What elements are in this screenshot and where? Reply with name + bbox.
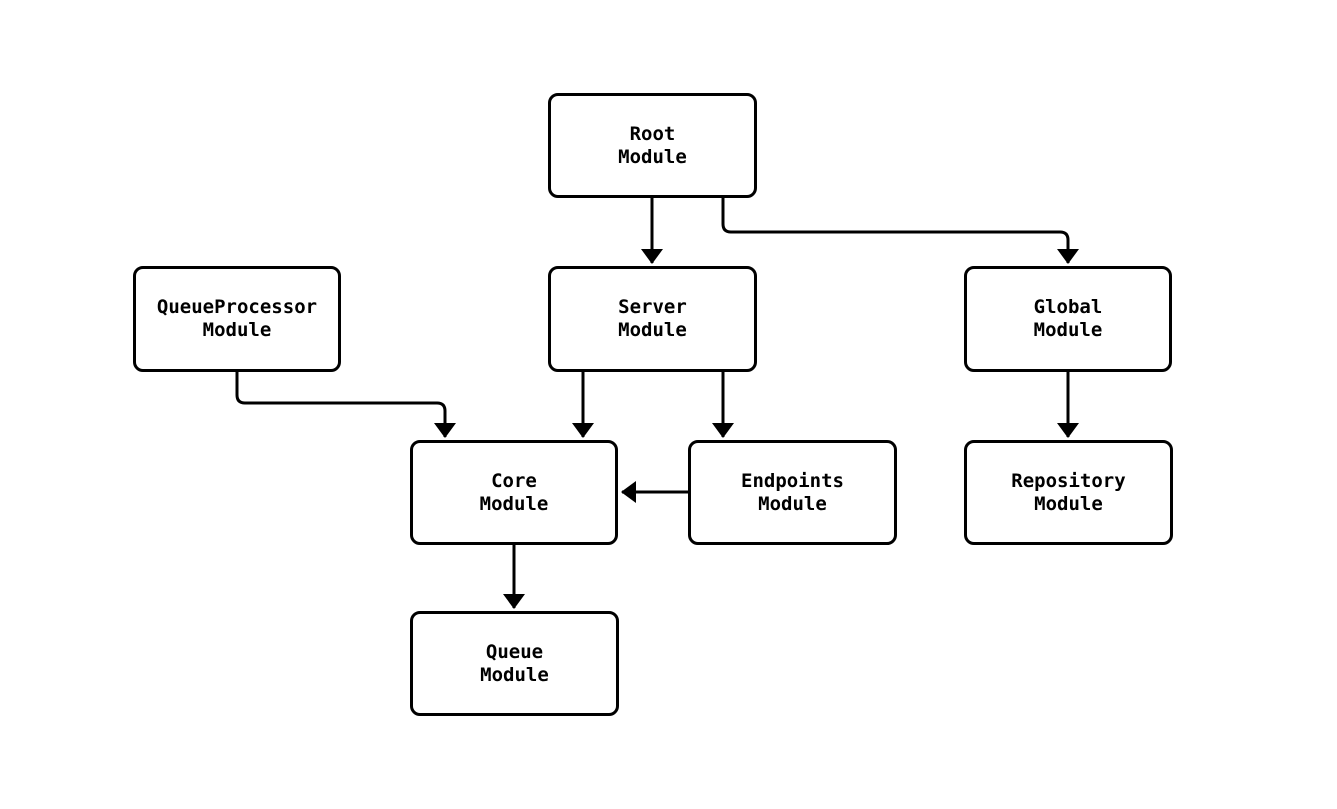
node-label-line: Module xyxy=(618,145,687,168)
node-repository-module: Repository Module xyxy=(964,440,1173,545)
node-queueprocessor-module: QueueProcessor Module xyxy=(133,266,341,372)
node-label-line: Server xyxy=(618,296,687,318)
node-label-line: Queue xyxy=(485,640,544,663)
edge-root-to-global xyxy=(721,198,1079,264)
node-label-line: Module xyxy=(758,492,827,515)
node-global-module: Global Module xyxy=(964,266,1172,372)
node-label-line: Root xyxy=(629,122,676,145)
node-server-module: Server Module xyxy=(548,266,757,372)
node-label-line: Module xyxy=(1033,319,1103,341)
node-label-line: Core xyxy=(491,469,537,492)
node-label-line: Repository xyxy=(1011,469,1126,492)
node-root-module: Root Module xyxy=(548,93,757,198)
node-label-line: Module xyxy=(479,492,549,515)
edge-queueprocessor-to-core xyxy=(235,372,456,438)
node-label-line: Module xyxy=(618,319,687,341)
node-endpoints-module: Endpoints Module xyxy=(688,440,897,545)
node-label-line: Module xyxy=(1034,492,1103,515)
node-label-line: Endpoints xyxy=(741,469,844,492)
node-label-line: QueueProcessor xyxy=(156,296,318,318)
node-label-line: Module xyxy=(480,663,549,686)
node-label-line: Module xyxy=(202,319,272,341)
node-label-line: Global xyxy=(1033,296,1103,318)
node-queue-module: Queue Module xyxy=(410,611,619,716)
node-core-module: Core Module xyxy=(410,440,618,545)
